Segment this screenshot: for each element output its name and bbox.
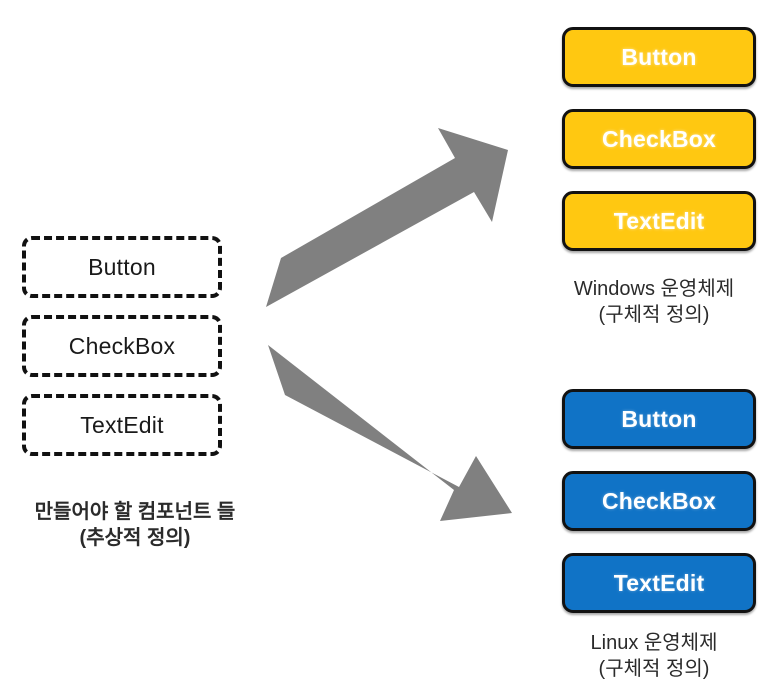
windows-textedit-label: TextEdit: [613, 207, 705, 234]
arrow-to-linux-icon: [268, 345, 512, 521]
linux-caption-line-1: Linux 운영체제: [590, 632, 718, 654]
linux-checkbox-label: CheckBox: [601, 487, 717, 514]
windows-textedit[interactable]: TextEdit: [562, 191, 756, 251]
linux-group-caption: Linux 운영체제 (구체적 정의): [524, 630, 784, 682]
linux-checkbox[interactable]: CheckBox: [562, 471, 756, 531]
abstract-component-checkbox[interactable]: CheckBox: [22, 315, 222, 377]
windows-button-label: Button: [621, 43, 697, 70]
windows-button[interactable]: Button: [562, 27, 756, 87]
linux-textedit-label: TextEdit: [613, 569, 705, 596]
linux-textedit[interactable]: TextEdit: [562, 553, 756, 613]
abstract-component-button-label: Button: [88, 253, 156, 280]
abstract-component-group: Button CheckBox TextEdit: [22, 236, 222, 456]
windows-caption-line-1: Windows 운영체제: [573, 278, 735, 300]
windows-checkbox[interactable]: CheckBox: [562, 109, 756, 169]
arrow-to-windows-icon: [266, 128, 508, 307]
abstract-caption-line-2: (추상적 정의): [79, 526, 191, 549]
linux-button-label: Button: [621, 405, 697, 432]
linux-button[interactable]: Button: [562, 389, 756, 449]
linux-implementation-group: Button CheckBox TextEdit: [562, 389, 756, 613]
windows-caption-line-2: (구체적 정의): [598, 304, 710, 326]
windows-group-caption: Windows 운영체제 (구체적 정의): [524, 276, 784, 328]
abstract-component-textedit[interactable]: TextEdit: [22, 394, 222, 456]
abstract-component-button[interactable]: Button: [22, 236, 222, 298]
abstract-group-caption: 만들어야 할 컴포넌트 들 (추상적 정의): [0, 500, 270, 551]
abstract-component-textedit-label: TextEdit: [80, 411, 164, 438]
linux-caption-line-2: (구체적 정의): [598, 658, 710, 680]
abstract-component-checkbox-label: CheckBox: [68, 332, 176, 359]
windows-checkbox-label: CheckBox: [601, 125, 717, 152]
abstract-caption-line-1: 만들어야 할 컴포넌트 들: [34, 501, 236, 523]
windows-implementation-group: Button CheckBox TextEdit: [562, 27, 756, 251]
